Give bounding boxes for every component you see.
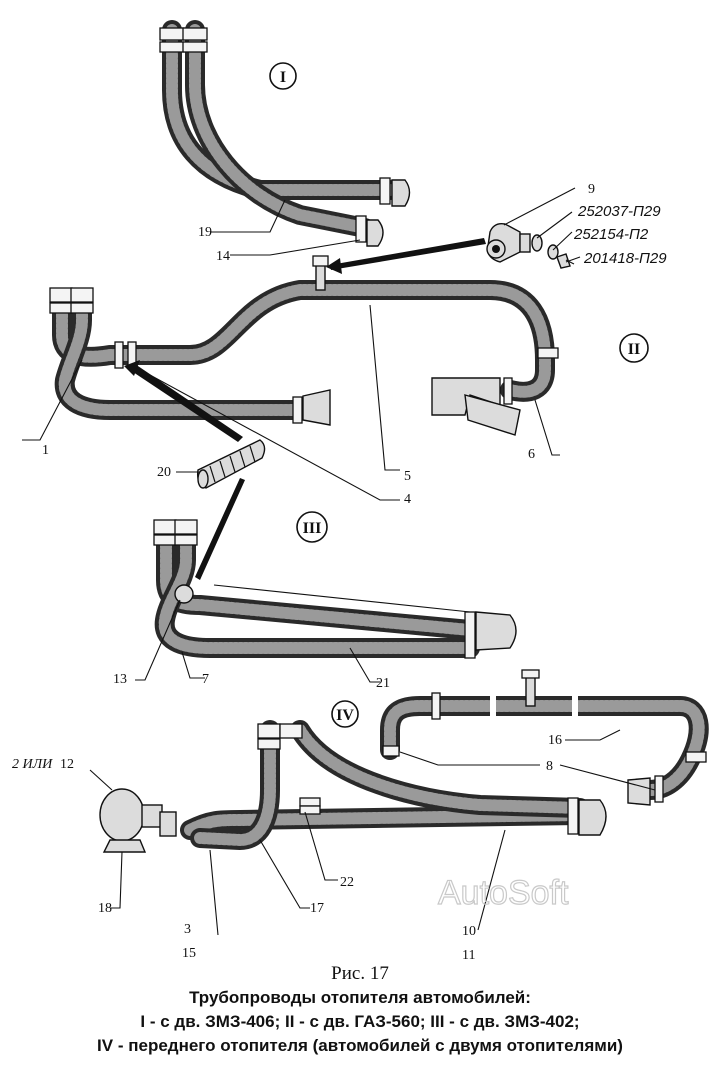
figure-caption: Рис. 17 Трубопроводы отопителя автомобил… [0, 962, 720, 1058]
sleeve-part-20 [124, 360, 266, 580]
part-label-6: 6 [528, 447, 535, 462]
part-label-19: 19 [198, 225, 212, 240]
leader-lines [22, 187, 656, 936]
section-ii-circle [619, 333, 649, 363]
part-label-3: 3 [184, 922, 191, 937]
figure-number: Рис. 17 [331, 963, 389, 984]
figure-legend-line-2: IV - переднего отопителя (автомобилей с … [97, 1036, 623, 1055]
fastener-code-2: 252154-П2 [573, 226, 649, 243]
part-label-11: 11 [462, 948, 475, 960]
part-label-13: 13 [113, 672, 127, 687]
part-label-20: 20 [157, 465, 171, 480]
figure-legend-line-1: I - с дв. ЗМЗ-406; II - с дв. ГАЗ-560; I… [140, 1012, 580, 1031]
fitting-assembly-9 [326, 222, 575, 274]
figure-title: Трубопроводы отопителя автомобилей: [189, 988, 531, 1007]
part-label-14: 14 [216, 249, 230, 264]
part-label-4: 4 [404, 492, 411, 507]
section-iv-label: IV [336, 707, 354, 724]
part-label-1: 1 [42, 443, 49, 458]
section-i-assembly [159, 20, 411, 247]
section-i-circle [269, 62, 297, 90]
part-label-22: 22 [340, 875, 354, 890]
part-label-15: 15 [182, 946, 196, 960]
part-label-16: 16 [548, 733, 562, 748]
part-label-5: 5 [404, 469, 411, 484]
fastener-code-1: 252037-П29 [577, 203, 661, 220]
part-label-10: 10 [462, 924, 476, 939]
part-label-8: 8 [546, 759, 553, 774]
section-i-label: I [280, 69, 286, 86]
section-iv-assembly [99, 669, 709, 853]
part-label-7: 7 [202, 672, 209, 687]
part-label-2-or: 2 ИЛИ [12, 757, 53, 772]
part-label-12: 12 [60, 757, 74, 772]
autosoft-watermark: AutoSoft [438, 874, 569, 912]
section-ii-label: II [628, 341, 640, 358]
section-iii-circle [296, 511, 328, 543]
section-iv-circle [331, 700, 359, 728]
section-iii-label: III [303, 520, 322, 537]
fastener-code-3: 201418-П29 [583, 250, 667, 267]
heater-pipelines-diagram: I II III IV 9 19 14 1 5 4 6 20 13 7 21 1… [12, 20, 709, 960]
part-label-18: 18 [98, 901, 112, 916]
section-iii-assembly [153, 519, 517, 659]
part-label-21: 21 [376, 676, 390, 691]
arrow-fitting-to-tee [330, 238, 486, 270]
part-label-9: 9 [588, 182, 595, 197]
part-label-17: 17 [310, 901, 324, 916]
section-ii-assembly [49, 255, 559, 436]
